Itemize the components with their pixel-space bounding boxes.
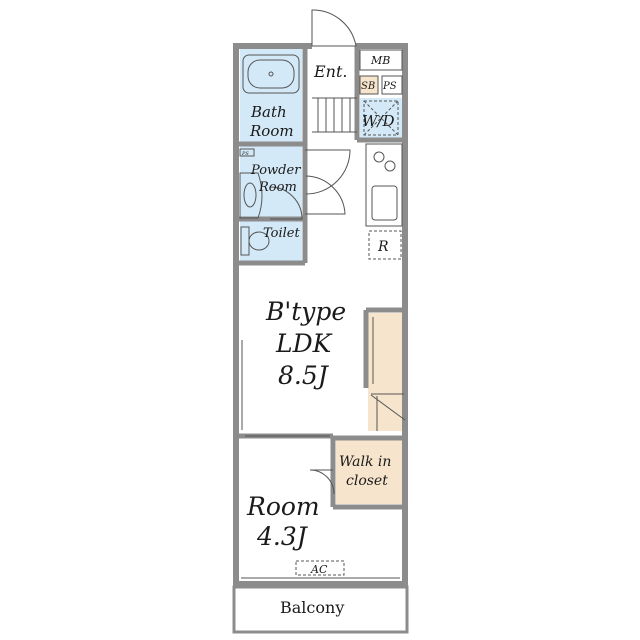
toilet-area <box>240 221 302 261</box>
ldk-label-line3: 8.5J <box>278 361 330 390</box>
toilet-label: Toilet <box>263 226 300 241</box>
stove-burner-icon <box>373 151 385 163</box>
bathtub <box>242 54 300 94</box>
entrance-step <box>312 97 357 133</box>
toilet-fixture <box>240 226 270 256</box>
walkin-closet-area <box>336 440 402 504</box>
washer-area <box>360 98 402 138</box>
entrance-label: Ent. <box>313 62 348 81</box>
ldk-label-line1: B'type <box>265 297 346 326</box>
bath-label-line1: Bath <box>250 103 287 121</box>
washer-box <box>363 100 399 136</box>
storage-area <box>368 313 404 431</box>
meter-box-label: MB <box>370 54 390 67</box>
shoe-box-area <box>360 76 378 94</box>
refrigerator-space <box>368 230 402 260</box>
ac-unit <box>295 560 345 576</box>
kitchen-counter <box>365 143 403 227</box>
ac-label: AC <box>310 563 328 576</box>
walkin-label-line2: closet <box>346 473 388 489</box>
refrigerator-label: R <box>377 239 389 255</box>
powder-sink <box>239 172 263 219</box>
pipe-space-label: PS <box>382 81 397 92</box>
shoe-box-label: SB <box>361 81 375 92</box>
outer-wall <box>233 43 408 587</box>
room-label-line2: 4.3J <box>256 522 309 551</box>
kitchen-sink <box>371 185 398 221</box>
pipe-space-small-label: PS <box>241 151 249 157</box>
walkin-label-line1: Walk in <box>339 454 391 470</box>
powder-label-line1: Powder <box>250 163 301 178</box>
bath-label-line2: Room <box>249 122 294 140</box>
powder-room-area <box>240 146 302 218</box>
powder-label-line2: Room <box>258 180 297 195</box>
room-label-line1: Room <box>246 492 320 521</box>
balcony-label: Balcony <box>280 598 344 617</box>
balcony <box>232 585 409 634</box>
entrance-door <box>311 9 357 47</box>
washer-label: W/D <box>362 112 395 130</box>
ldk-label-line2: LDK <box>275 329 333 358</box>
meter-box <box>359 49 403 71</box>
